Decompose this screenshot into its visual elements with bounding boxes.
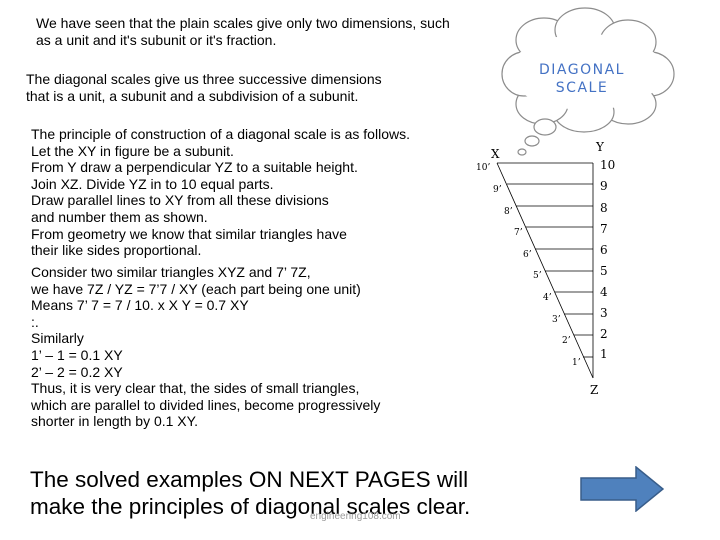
left-division-label: 3’: [552, 315, 561, 325]
principle-line: Join XZ. Divide YZ in to 10 equal parts.: [31, 175, 274, 192]
diagonal-line: that is a unit, a subunit and a subdivis…: [26, 87, 359, 104]
principle-line: The principle of construction of a diago…: [31, 126, 410, 142]
intro-line: We have seen that the plain scales give …: [36, 15, 450, 31]
left-division-label: 2’: [562, 336, 571, 346]
triangles-line: Similarly: [31, 330, 84, 347]
next-pages-note: The solved examples ON NEXT PAGES will m…: [30, 466, 470, 520]
left-division-label: 9’: [493, 185, 502, 195]
triangles-line: Consider two similar triangles XYZ and 7…: [31, 264, 311, 280]
point-y-label: Y: [596, 140, 604, 154]
similar-triangles-paragraph: Consider two similar triangles XYZ and 7…: [31, 264, 380, 430]
triangles-line: Means 7’ 7 = 7 / 10. x X Y = 0.7 XY: [31, 297, 249, 314]
next-pages-line: The solved examples ON NEXT PAGES will: [30, 467, 469, 492]
triangles-line: we have 7Z / YZ = 7’7 / XY (each part be…: [31, 280, 361, 297]
left-division-label: 8’: [504, 207, 513, 217]
right-division-label: 5: [600, 264, 608, 278]
watermark: engineering108.com: [310, 511, 401, 522]
triangles-line: 2’ – 2 = 0.2 XY: [31, 363, 123, 380]
right-division-label: 2: [600, 327, 608, 341]
right-division-label: 8: [600, 201, 608, 215]
intro-paragraph: We have seen that the plain scales give …: [36, 15, 450, 48]
left-division-label: 7’: [514, 228, 523, 238]
right-division-label: 4: [600, 285, 608, 299]
left-division-label: 4’: [543, 293, 552, 303]
right-division-label: 9: [600, 179, 608, 193]
triangles-line: which are parallel to divided lines, bec…: [31, 396, 381, 413]
cloud-title: DIAGONAL SCALE: [522, 61, 642, 97]
principle-line: From Y draw a perpendicular YZ to a suit…: [31, 159, 358, 176]
next-pages-line: make the principles of diagonal scales c…: [30, 494, 471, 519]
triangles-line: Thus, it is very clear that, the sides o…: [31, 380, 360, 397]
principle-line: From geometry we know that similar trian…: [31, 225, 347, 242]
left-division-label: 6’: [523, 250, 532, 260]
triangles-line: shorter in length by 0.1 XY.: [31, 413, 199, 430]
left-division-label: 10’: [476, 163, 491, 173]
right-division-label: 6: [600, 243, 608, 257]
triangles-line: 1’ – 1 = 0.1 XY: [31, 346, 123, 363]
right-division-label: 7: [600, 222, 608, 236]
diagonal-scale-paragraph: The diagonal scales give us three succes…: [26, 71, 382, 104]
diagonal-line: The diagonal scales give us three succes…: [26, 71, 382, 87]
point-z-label: Z: [590, 383, 599, 397]
principle-line: their like sides proportional.: [31, 242, 202, 259]
left-division-label: 5’: [533, 271, 542, 281]
intro-line: as a unit and it's subunit or it's fract…: [36, 31, 277, 48]
triangles-line: :.: [31, 313, 39, 330]
principle-paragraph: The principle of construction of a diago…: [31, 126, 410, 259]
point-x-label: X: [491, 147, 500, 161]
principle-line: Draw parallel lines to XY from all these…: [31, 192, 329, 209]
principle-line: Let the XY in figure be a subunit.: [31, 142, 234, 159]
next-page-button[interactable]: [580, 466, 664, 512]
right-division-label: 1: [600, 347, 608, 361]
right-division-label: 10: [600, 158, 616, 172]
cloud-title-line: SCALE: [555, 80, 609, 96]
left-division-label: 1’: [572, 358, 581, 368]
right-division-label: 3: [600, 306, 608, 320]
principle-line: and number them as shown.: [31, 208, 208, 225]
right-arrow-icon: [580, 466, 664, 512]
xz-line: [496, 162, 594, 379]
cloud-title-line: DIAGONAL: [539, 62, 625, 78]
